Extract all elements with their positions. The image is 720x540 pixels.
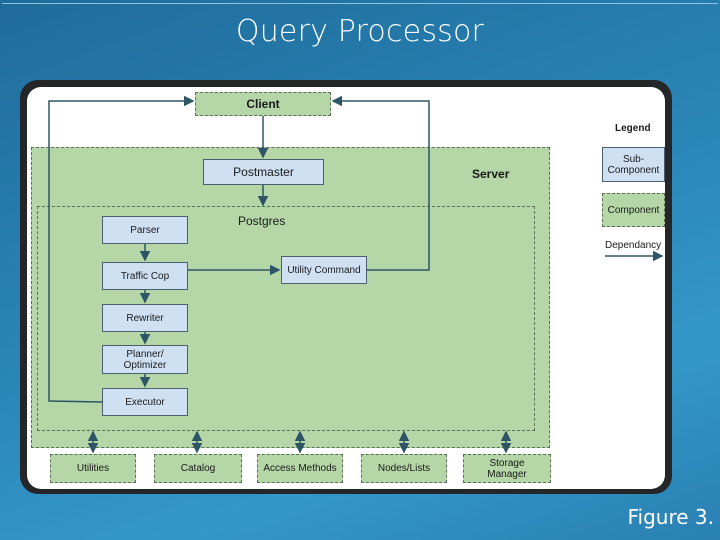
server-label: Server <box>472 167 510 181</box>
legend-subcomponent-swatch: Sub- Component <box>602 147 665 182</box>
catalog-component: Catalog <box>154 454 242 483</box>
optimizer-label: Optimizer <box>123 359 167 371</box>
legend-sub-line2: Component <box>607 164 660 176</box>
utility-command-box: Utility Command <box>281 256 367 284</box>
postgres-component <box>37 206 535 431</box>
postmaster-label: Postmaster <box>233 164 294 179</box>
legend-sub-line1: Sub- <box>622 153 645 165</box>
executor-label: Executor <box>125 396 165 408</box>
storage-label: Storage <box>489 457 525 469</box>
nodes-lists-label: Nodes/Lists <box>377 463 431 474</box>
utility-command-label: Utility Command <box>287 264 361 276</box>
catalog-label: Catalog <box>180 463 216 474</box>
postmaster-box: Postmaster <box>203 159 324 185</box>
slide-border <box>2 3 718 540</box>
slide-title: Query Processor <box>235 14 485 49</box>
traffic-cop-label: Traffic Cop <box>120 270 170 282</box>
utilities-component: Utilities <box>50 454 136 483</box>
planner-label: Planner/ <box>126 348 164 360</box>
legend-dependency-label: Dependancy <box>605 240 662 251</box>
rewriter-label: Rewriter <box>126 312 164 324</box>
legend-title: Legend <box>615 123 651 134</box>
traffic-cop-box: Traffic Cop <box>102 262 188 290</box>
executor-box: Executor <box>102 388 188 416</box>
figure-caption: Figure 3. <box>627 505 714 529</box>
parser-box: Parser <box>102 216 188 244</box>
legend-component-label: Component <box>607 204 660 216</box>
client-label: Client <box>246 96 280 111</box>
planner-optimizer-box: Planner/ Optimizer <box>102 345 188 374</box>
utilities-label: Utilities <box>76 463 110 474</box>
manager-label: Manager <box>487 468 527 480</box>
access-methods-label: Access Methods <box>263 463 337 474</box>
parser-label: Parser <box>130 224 160 236</box>
rewriter-box: Rewriter <box>102 304 188 332</box>
client-component: Client <box>195 92 331 116</box>
postgres-label: Postgres <box>238 214 286 228</box>
storage-manager-component: Storage Manager <box>463 454 551 483</box>
nodes-lists-component: Nodes/Lists <box>361 454 447 483</box>
legend-component-swatch: Component <box>602 193 665 227</box>
access-methods-component: Access Methods <box>257 454 343 483</box>
